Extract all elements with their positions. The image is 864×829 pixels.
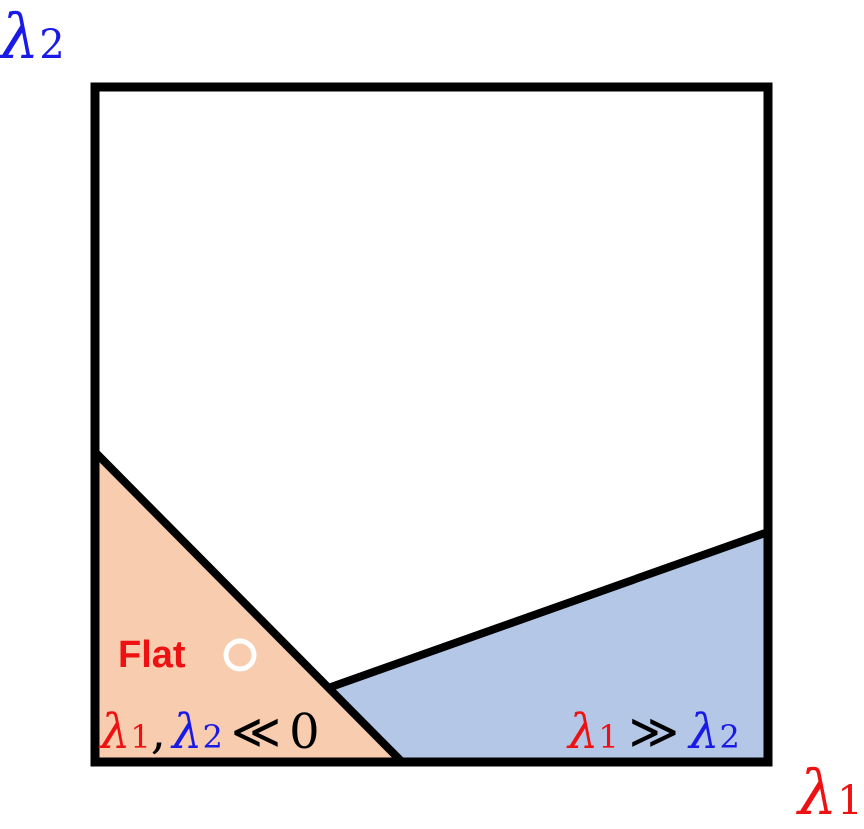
flat-condition: λ1,λ2≪0 [98,704,320,760]
edge-condition: λ1≫λ2 [566,704,740,760]
edge-cond-lambda1-sub: 1 [598,718,618,756]
flat-point-marker [223,638,257,672]
flat-cond-relation: ≪ [231,704,281,760]
x-axis-label: λ1 [795,756,863,829]
x-axis-symbol: λ [795,756,837,829]
flat-label: Flat [118,634,186,676]
edge-cond-lambda2-sub: 2 [719,718,739,756]
plot-frame [90,82,773,767]
flat-cond-lambda1-sub: 1 [130,718,150,756]
x-axis-subscript: 1 [837,778,862,824]
y-axis-subscript: 2 [39,22,64,68]
flat-cond-lambda1: λ [98,704,130,760]
y-axis-label: λ2 [0,0,65,73]
edge-cond-lambda2: λ [687,704,719,760]
flat-cond-lambda2: λ [170,704,202,760]
edge-region [331,532,768,762]
y-axis-symbol: λ [0,0,39,73]
edge-boundary-line [329,528,770,691]
edge-cond-lambda1: λ [566,704,598,760]
flat-boundary-line [92,449,405,765]
flat-cond-lambda2-sub: 2 [202,718,222,756]
flat-cond-rhs: 0 [289,704,320,760]
flat-cond-sep: , [151,704,166,760]
edge-cond-relation: ≫ [629,704,679,760]
